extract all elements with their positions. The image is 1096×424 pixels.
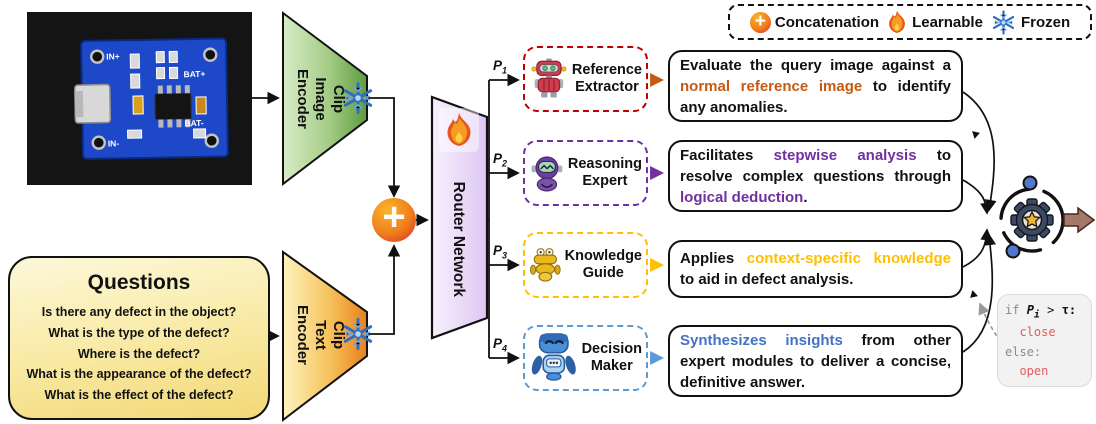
pcb-label-bat-minus: BAT- [184, 118, 204, 128]
concatenation-icon: + [749, 11, 771, 33]
image-encoder-shape [282, 11, 368, 187]
star-icon [1022, 210, 1042, 228]
legend-item-concatenation: + Concatenation [749, 11, 879, 33]
legend-item-frozen: Frozen [990, 9, 1070, 36]
expert-name: Reasoning Expert [567, 156, 642, 189]
snowflake-icon [340, 80, 376, 116]
questions-title: Questions [87, 271, 191, 295]
blue-robot-icon [531, 333, 576, 381]
description-decision-maker: Synthesizes insights from other expert m… [668, 325, 963, 397]
expert-reference-extractor: Reference Extractor [523, 46, 648, 112]
questions-box: Questions Is there any defect in the obj… [8, 256, 270, 420]
expert-reasoning-expert: Reasoning Expert [523, 140, 648, 206]
gate-code-box: if Pi > τ: close else: open [997, 294, 1092, 387]
text-encoder-shape [282, 250, 368, 423]
fire-icon [439, 108, 479, 152]
gold-robot-icon [530, 248, 561, 282]
question-item: What is the effect of the defect? [44, 388, 234, 403]
expert-name: Knowledge Guide [564, 248, 642, 281]
router-branch-lines [487, 73, 520, 365]
question-item: Is there any defect in the object? [41, 305, 237, 320]
purple-robot-icon [531, 156, 563, 192]
expert-decision-maker: Decision Maker [523, 325, 648, 391]
output-gear-icon [999, 175, 1065, 259]
question-item: What is the appearance of the defect? [26, 367, 252, 382]
expert-knowledge-guide: Knowledge Guide [523, 232, 648, 298]
gate-code-arrow [978, 302, 1006, 348]
pcb-label-in-plus: IN+ [106, 51, 120, 61]
prob-label-p1: P1 [493, 58, 508, 76]
output-arrow-icon [1063, 206, 1096, 234]
prob-label-p3: P3 [493, 243, 508, 261]
gate-code-line-3: else: [1005, 344, 1042, 359]
router-network-label: Router Network [450, 181, 468, 297]
question-item: Where is the defect? [77, 346, 201, 361]
question-item: What is the type of the defect? [48, 325, 230, 340]
snowflake-icon [990, 9, 1017, 36]
prob-label-p4: P4 [493, 336, 508, 354]
description-reasoning-expert: Facilitates stepwise analysis to resolve… [668, 140, 963, 212]
red-robot-icon [531, 58, 567, 98]
fire-icon [886, 9, 908, 35]
gate-code-line-2: close [1019, 325, 1056, 340]
description-reference-extractor: Evaluate the query image against a norma… [668, 50, 963, 122]
expert-to-description-arrows [650, 73, 665, 365]
snowflake-icon [340, 316, 376, 352]
query-image-pcb-photo: IN+ IN- BAT+ BAT- [27, 12, 252, 185]
expert-name: Reference Extractor [571, 62, 642, 95]
legend: + Concatenation Learnable Frozen [728, 4, 1092, 40]
description-to-output-curves [962, 91, 997, 353]
prob-label-p2: P2 [493, 151, 508, 169]
gate-code-line-1: if Pi > τ: [1005, 303, 1077, 321]
expert-name: Decision Maker [581, 341, 642, 374]
pcb-label-bat-plus: BAT+ [183, 69, 205, 79]
legend-item-learnable: Learnable [886, 9, 983, 35]
router-network-shape [430, 95, 489, 340]
input-arrows [252, 91, 429, 343]
gate-code-line-4: open [1019, 363, 1049, 378]
pcb-label-in-minus: IN- [108, 138, 120, 148]
description-knowledge-guide: Applies context-specific knowledge to ai… [668, 240, 963, 298]
concatenation-icon: + [372, 195, 416, 242]
